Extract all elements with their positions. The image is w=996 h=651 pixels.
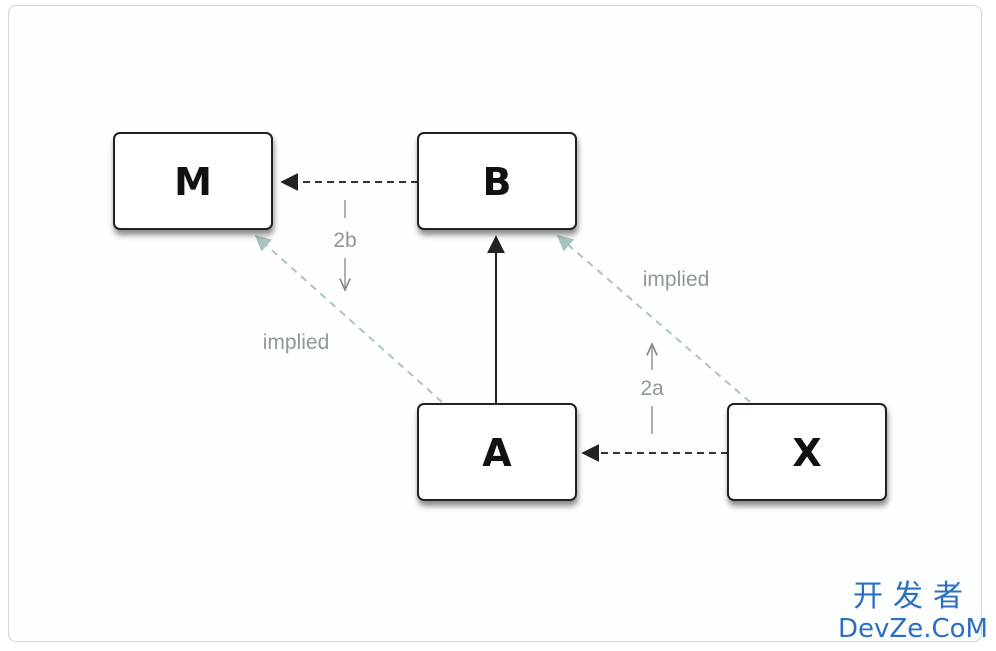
node-b-label: B — [483, 160, 512, 204]
implied-edge-a-to-m — [254, 234, 443, 403]
node-b[interactable]: B — [417, 132, 577, 230]
step-2a-label: 2a — [640, 377, 664, 400]
implied-edge-x-to-b — [556, 234, 751, 403]
node-a-label: A — [482, 431, 512, 475]
node-x-label: X — [792, 431, 821, 475]
implied-label-right: implied — [643, 268, 710, 291]
step-2b-label: 2b — [333, 229, 356, 252]
node-m[interactable]: M — [113, 132, 273, 230]
node-x[interactable]: X — [727, 403, 887, 501]
implied-label-left: implied — [263, 331, 330, 354]
watermark-latin: DevZe.CoM — [838, 614, 988, 644]
node-m-label: M — [174, 160, 212, 204]
node-a[interactable]: A — [417, 403, 577, 501]
watermark-logo: 开发者 DevZe.CoM — [838, 579, 988, 644]
watermark-chinese: 开发者 — [853, 579, 973, 614]
